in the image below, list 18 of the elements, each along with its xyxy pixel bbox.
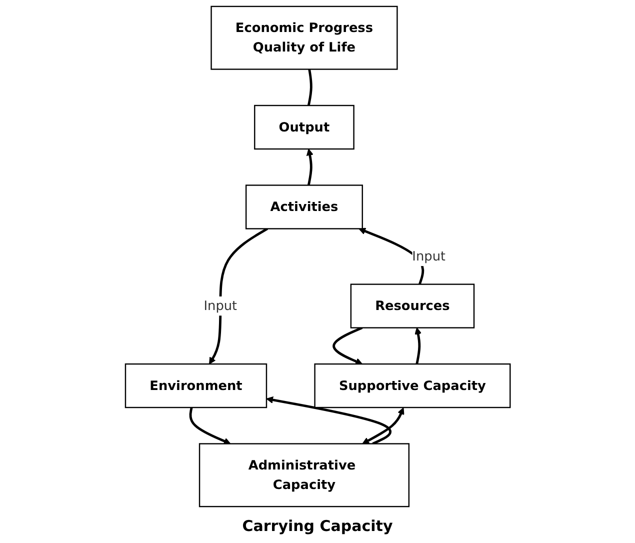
node-box: Economic Progress Quality of Life bbox=[210, 6, 398, 70]
edge-label: Input bbox=[412, 248, 446, 264]
edge-label: Input bbox=[203, 298, 237, 314]
arrow bbox=[266, 396, 392, 445]
arrow bbox=[208, 228, 268, 364]
node-box: Environment bbox=[124, 363, 267, 408]
node-box: Supportive Capacity bbox=[314, 363, 510, 408]
node-box: Administrative Capacity bbox=[198, 443, 410, 508]
connector bbox=[307, 69, 312, 106]
diagram-caption: Carrying Capacity bbox=[242, 517, 393, 535]
node-box: Activities bbox=[245, 184, 363, 230]
arrow bbox=[306, 148, 314, 186]
node-box: Resources bbox=[350, 284, 474, 328]
arrow bbox=[188, 407, 230, 444]
arrow bbox=[332, 326, 362, 365]
arrow bbox=[362, 407, 404, 444]
node-box: Output bbox=[254, 104, 354, 150]
arrow bbox=[414, 327, 422, 364]
